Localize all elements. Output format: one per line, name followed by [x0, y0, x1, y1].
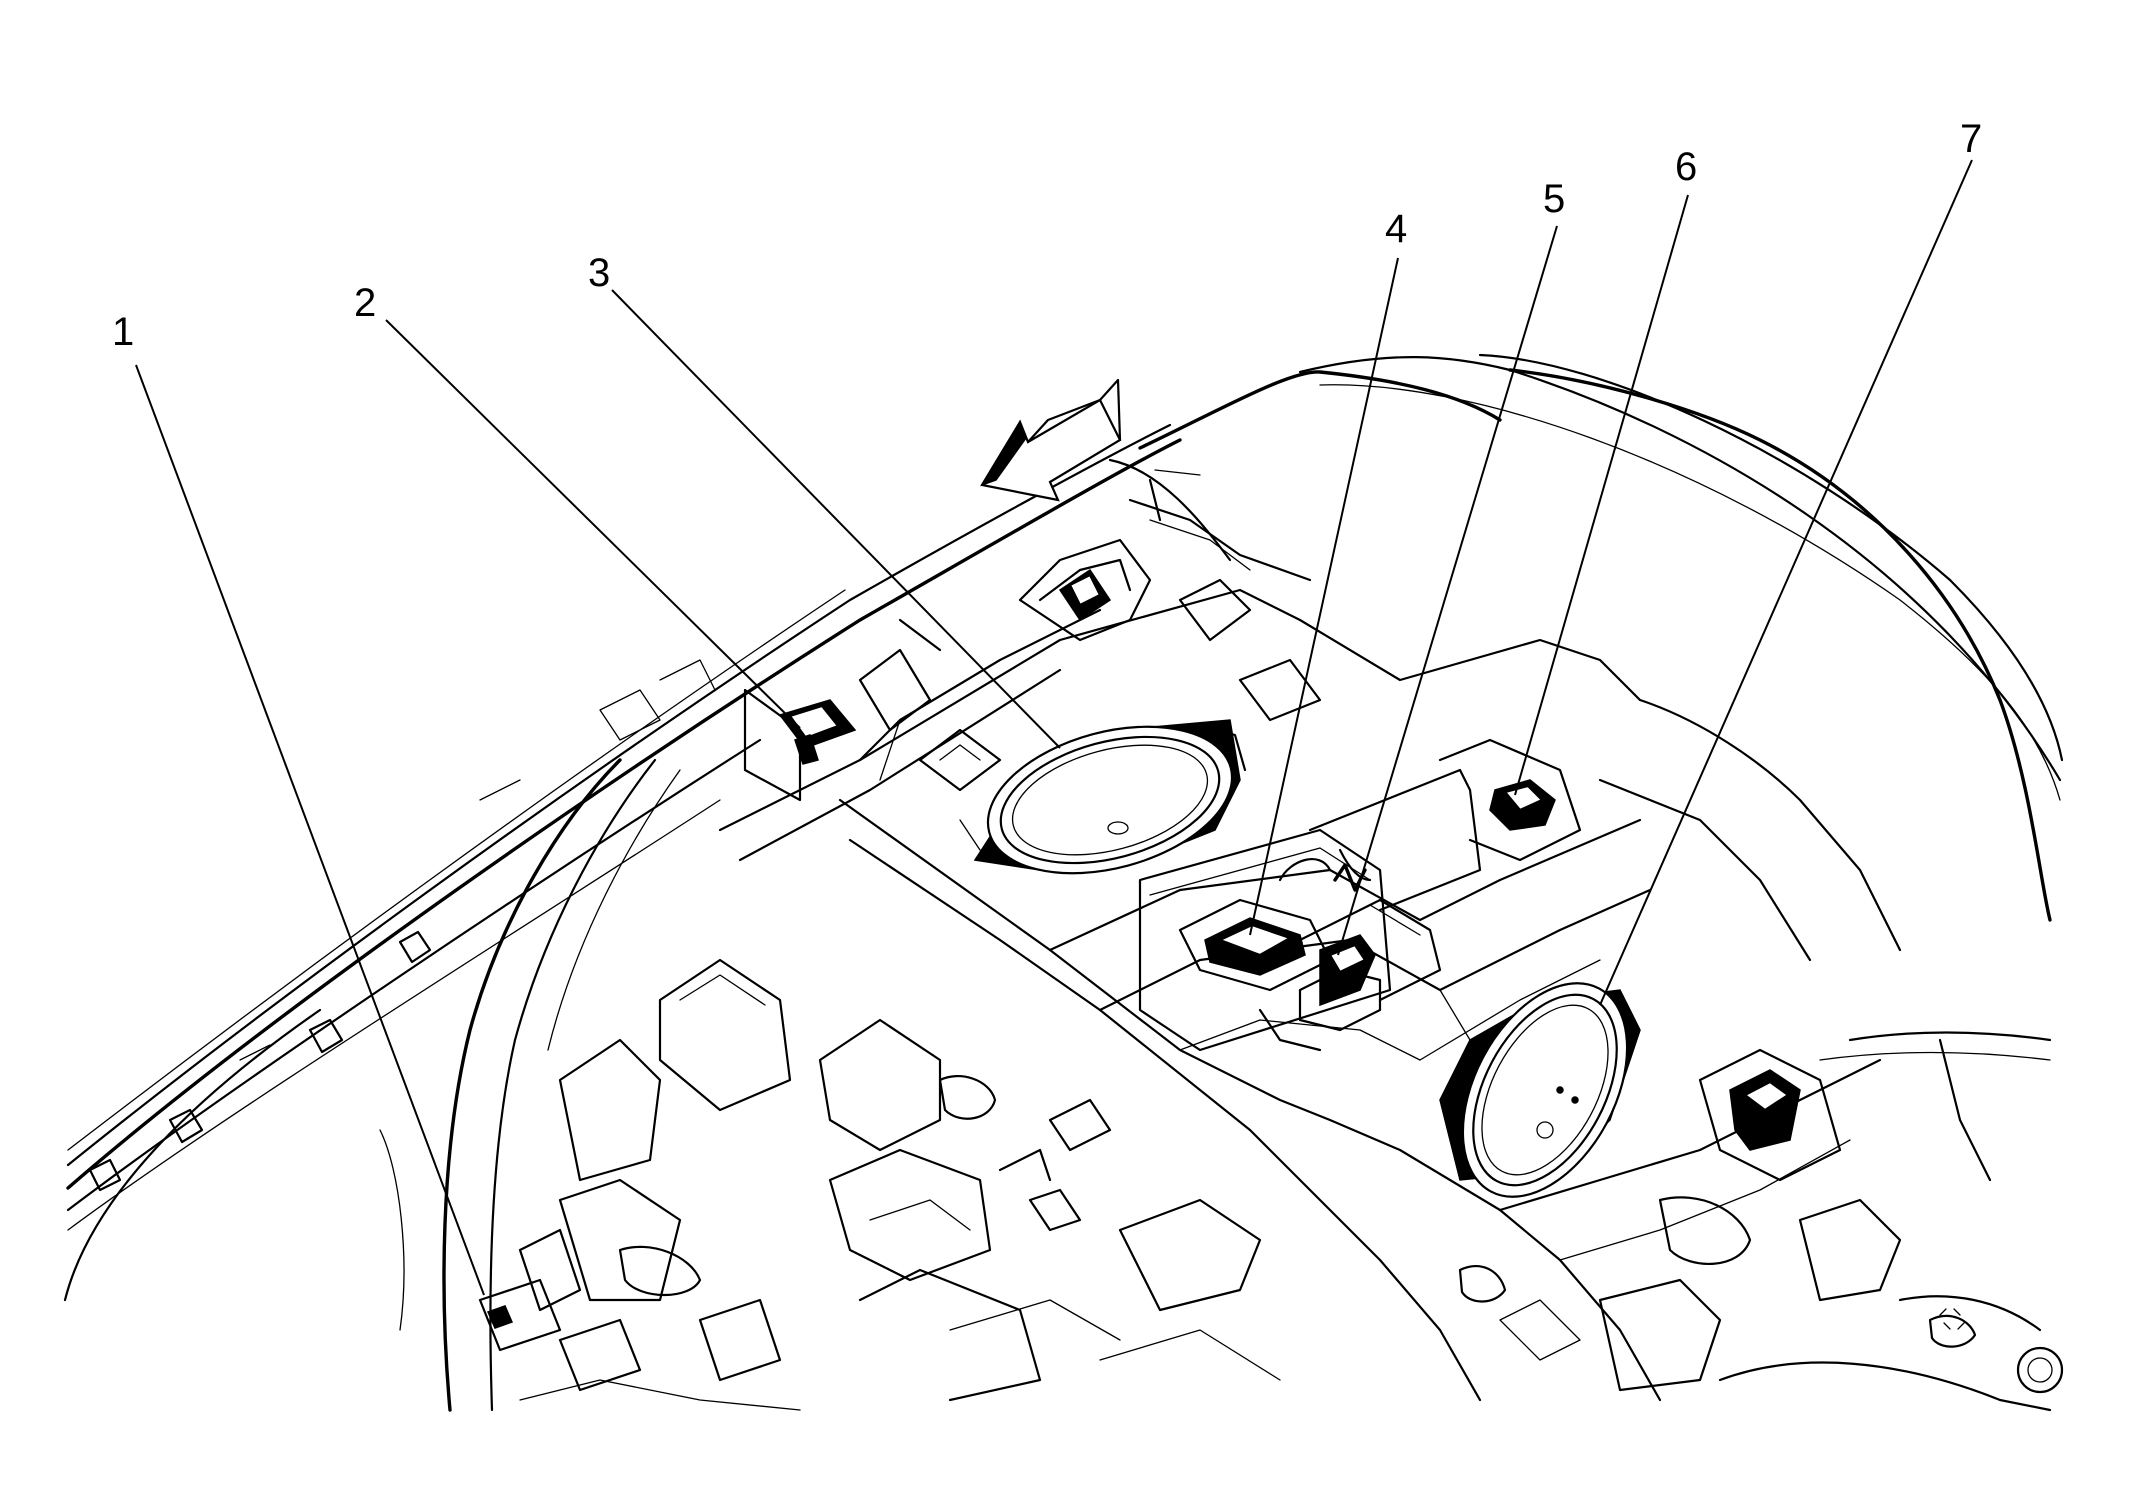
callout-3: 3: [588, 251, 610, 295]
callout-4: 4: [1385, 207, 1407, 251]
leader-line-4: [1249, 257, 1399, 936]
rear-shelf-panel: [718, 588, 1902, 1402]
callout-labels: 1 2 3 4 5 6 7: [112, 117, 1982, 354]
lower-left-structure: [478, 958, 1281, 1411]
body-outline: [63, 353, 2064, 1412]
item-2-connector: [778, 699, 857, 765]
leader-line-7: [1599, 159, 1973, 1006]
leader-line-6: [1514, 194, 1689, 796]
callout-2: 2: [354, 281, 376, 325]
center-module: [1178, 848, 1442, 1052]
callout-7: 7: [1960, 117, 1982, 161]
right-speaker: [1439, 982, 1641, 1198]
callout-6: 6: [1675, 145, 1697, 189]
item-6-connector: [1438, 738, 1582, 862]
leader-line-3: [611, 289, 1061, 749]
leader-line-1: [135, 364, 485, 1296]
callout-1: 1: [112, 310, 134, 354]
rail-clips: [88, 659, 716, 1192]
leader-line-2: [385, 319, 801, 729]
lower-right-structure: [1458, 1196, 2064, 1412]
left-speaker-bracket: [1018, 538, 1322, 722]
forward-direction-arrow-icon: [980, 378, 1122, 502]
callout-5: 5: [1543, 177, 1565, 221]
leader-lines: [135, 159, 1973, 1296]
left-speaker: [973, 719, 1247, 875]
right-upper-bracket: [1698, 1048, 1842, 1182]
leader-line-5: [1337, 225, 1558, 956]
